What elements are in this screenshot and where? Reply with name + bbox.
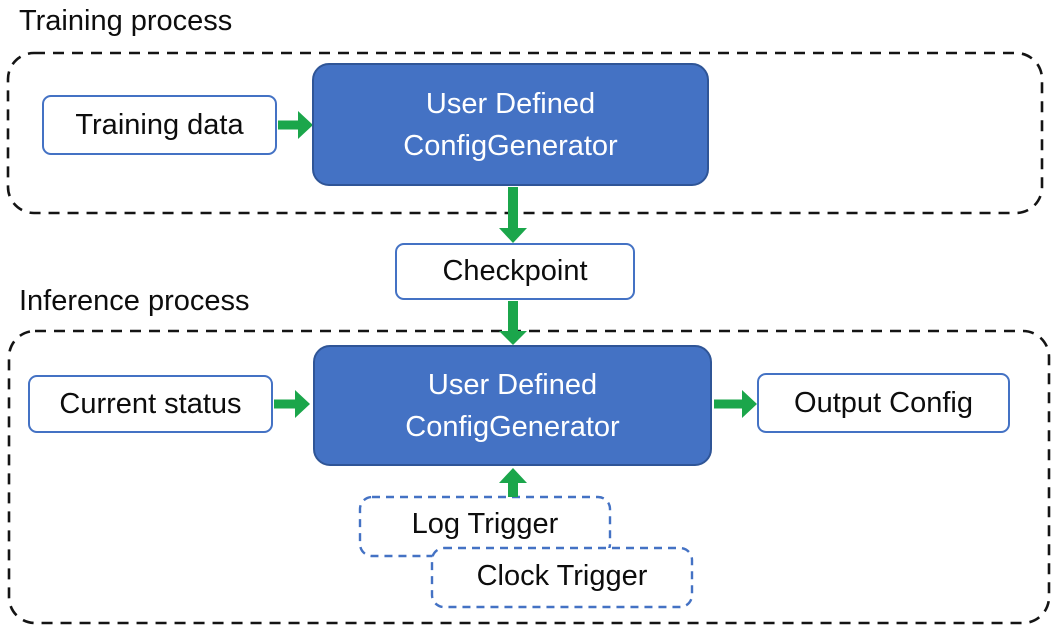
clock-trigger-box (430, 546, 694, 609)
arrow-training-data-to-generator (278, 111, 313, 139)
arrow-generator-to-checkpoint (499, 187, 527, 243)
arrow-triggers-to-generator (499, 468, 527, 497)
training-data-box: Training data (42, 95, 277, 155)
arrow-current-status-to-generator (274, 390, 310, 418)
output-config-label: Output Config (794, 386, 973, 419)
arrow-generator-to-output-config (714, 390, 757, 418)
current-status-box: Current status (28, 375, 273, 433)
inference-process-title: Inference process (19, 285, 250, 317)
checkpoint-label: Checkpoint (442, 255, 588, 287)
current-status-label: Current status (59, 387, 242, 420)
training-process-title: Training process (19, 5, 233, 37)
checkpoint-box: Checkpoint (395, 243, 635, 300)
training-process-container (6, 51, 1044, 215)
training-config-generator-line2: ConfigGenerator (403, 129, 618, 162)
training-config-generator-line1: User Defined (425, 87, 596, 120)
inference-config-generator-box: User Defined ConfigGenerator (313, 345, 712, 466)
output-config-box: Output Config (757, 373, 1010, 433)
inference-config-generator-line1: User Defined (427, 368, 598, 401)
clock-trigger-label: Clock Trigger (476, 560, 648, 592)
training-config-generator-box: User Defined ConfigGenerator (312, 63, 709, 186)
inference-process-container (7, 329, 1051, 625)
log-trigger-label: Log Trigger (411, 507, 559, 540)
inference-config-generator-line2: ConfigGenerator (405, 410, 620, 443)
arrow-checkpoint-to-generator (499, 301, 527, 345)
training-data-label: Training data (75, 108, 244, 141)
